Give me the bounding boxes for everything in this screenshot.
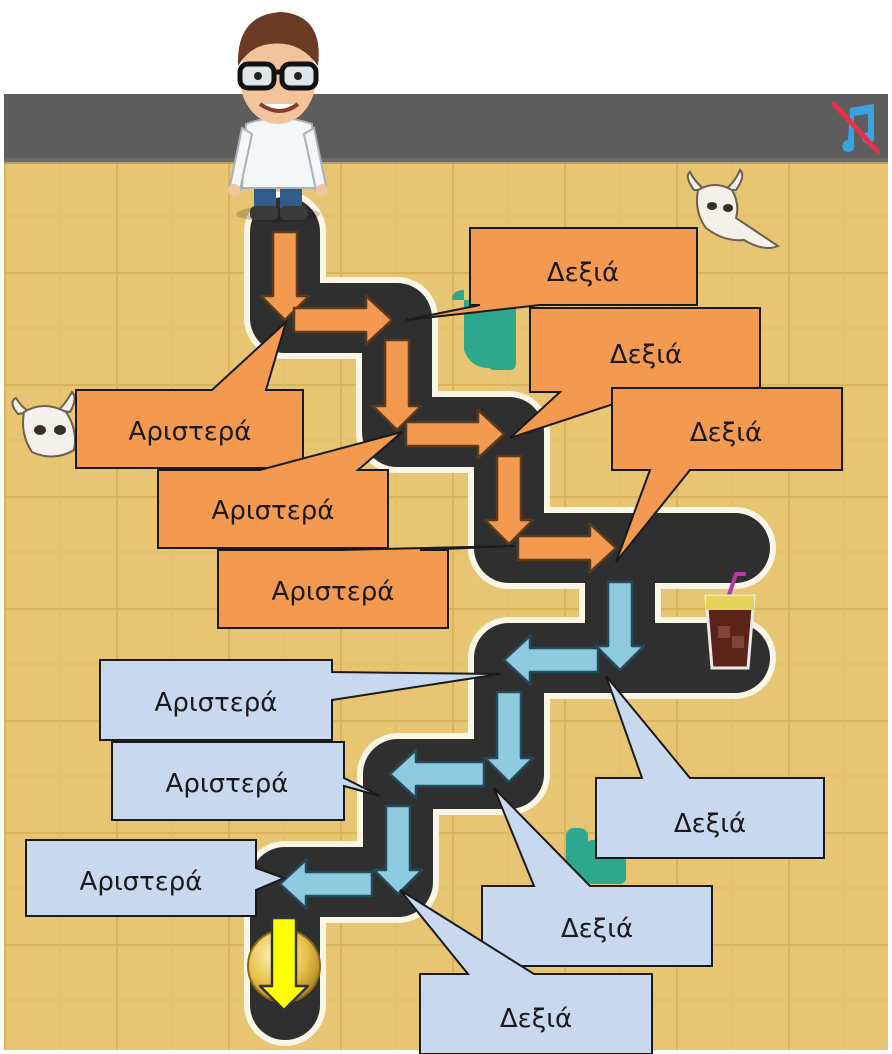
arrow-left [278, 858, 374, 910]
callout-label: Αριστερά [272, 577, 395, 607]
callout-label: Αριστερά [166, 769, 289, 799]
arrow-down [483, 454, 535, 546]
arrow-right [516, 522, 618, 574]
skull-icon [686, 168, 781, 249]
callout-label: Δεξιά [500, 1004, 572, 1034]
callout-right-1: Δεξιά [405, 227, 698, 321]
callout-label: Δεξιά [690, 418, 762, 448]
callout-label: Δεξιά [547, 258, 619, 288]
callout-left-3: Αριστερά [217, 545, 515, 629]
arrow-left [502, 634, 600, 686]
callout-label: Αριστερά [129, 417, 252, 447]
orange-arrows [259, 230, 618, 574]
callout-left-1: Αριστερά [75, 318, 304, 469]
arrow-down [371, 338, 423, 432]
arrow-down [372, 804, 424, 896]
arrow-down [594, 580, 646, 672]
callout-right-3: Δεξιά [611, 387, 843, 563]
music-off-icon[interactable] [831, 101, 881, 155]
arrow-right [404, 408, 506, 460]
drink-icon [704, 572, 756, 670]
callout-blue-right-1: Δεξιά [595, 675, 825, 859]
callout-left-2: Αριστερά [157, 431, 403, 549]
skull-icon [11, 390, 76, 458]
callout-blue-left-3: Αριστερά [25, 839, 287, 917]
callout-blue-right-3: Δεξιά [399, 889, 653, 1054]
callout-label: Δεξιά [610, 340, 682, 370]
callout-label: Αριστερά [80, 867, 203, 897]
character-avatar [228, 12, 328, 222]
blue-arrows [278, 580, 646, 910]
callout-label: Αριστερά [212, 496, 335, 526]
callout-blue-left-2: Αριστερά [111, 741, 381, 821]
callout-label: Δεξιά [674, 809, 746, 839]
callout-label: Αριστερά [155, 688, 278, 718]
callout-blue-left-1: Αριστερά [99, 659, 501, 741]
arrow-left [388, 748, 486, 800]
arrow-down [483, 690, 535, 784]
callout-right-2: Δεξιά [509, 307, 761, 439]
top-bar [4, 94, 888, 162]
final-arrow-down [258, 916, 310, 1012]
callout-label: Δεξιά [561, 914, 633, 944]
arrow-right [292, 294, 394, 346]
